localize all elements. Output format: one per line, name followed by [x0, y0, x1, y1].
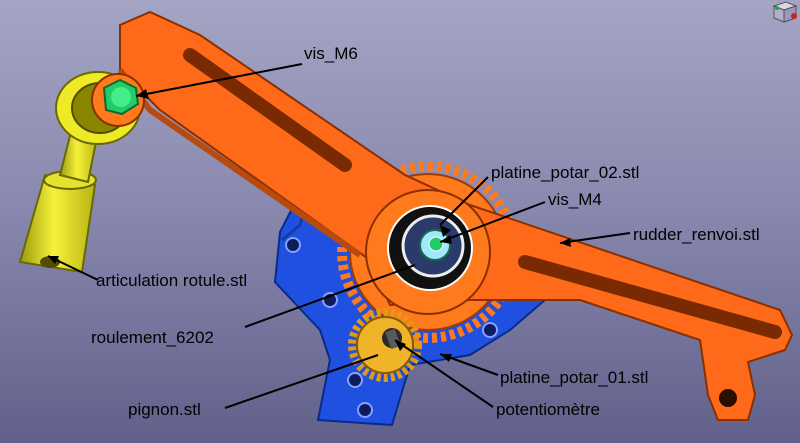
label-articulation-rotule: articulation rotule.stl	[96, 271, 248, 290]
roulement-6202-part	[387, 205, 473, 291]
label-vis-m6: vis_M6	[304, 44, 358, 63]
label-platine-potar-02: platine_potar_02.stl	[491, 163, 640, 182]
vis-m6-part	[91, 73, 145, 127]
label-pignon: pignon.stl	[128, 400, 201, 419]
navigation-cube-icon[interactable]	[768, 0, 800, 24]
label-vis-m4: vis_M4	[548, 190, 602, 209]
label-rudder-renvoi: rudder_renvoi.stl	[633, 225, 760, 244]
label-platine-potar-01: platine_potar_01.stl	[500, 368, 649, 387]
label-roulement-6202: roulement_6202	[91, 328, 214, 347]
label-potentiometre: potentiomètre	[496, 400, 600, 419]
